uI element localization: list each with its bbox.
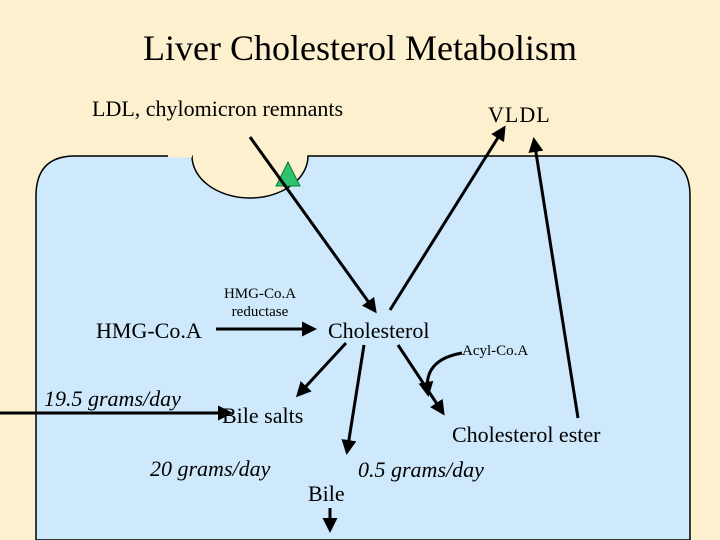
cholesterol-label: Cholesterol	[328, 318, 430, 343]
cholesterol-ester-label: Cholesterol ester	[452, 422, 601, 447]
page-title: Liver Cholesterol Metabolism	[143, 28, 577, 68]
bile-rate-label: 0.5 grams/day	[358, 457, 484, 482]
ldl-remnants-label: LDL, chylomicron remnants	[92, 96, 344, 121]
hmg-coa-rate-label: 19.5 grams/day	[44, 386, 181, 411]
bile-salts-label: Bile salts	[222, 403, 304, 428]
hmg-coa-label: HMG-Co.A	[96, 318, 202, 343]
bile-label: Bile	[308, 481, 345, 506]
vldl-label: VLDL	[488, 102, 551, 127]
hmg-coa-reductase-label: HMG-Co.A reductase	[223, 286, 297, 320]
arrow-cholesterol-to-vldl	[388, 125, 506, 311]
arrow-acyl-coa	[418, 351, 463, 397]
bile-salts-rate-label: 20 grams/day	[150, 456, 271, 481]
arrow-cholesterol-to-bile-salts	[295, 341, 348, 398]
arrow-cholesterol-to-ester	[396, 344, 445, 416]
ldl-receptor-icon	[275, 160, 301, 187]
arrow-cholesterol-to-bile	[341, 344, 366, 455]
acyl-coa-label: Acyl-Co.A	[462, 343, 529, 359]
arrow-ester-to-vldl	[528, 137, 580, 419]
arrow-ldl-to-cholesterol	[248, 136, 377, 314]
